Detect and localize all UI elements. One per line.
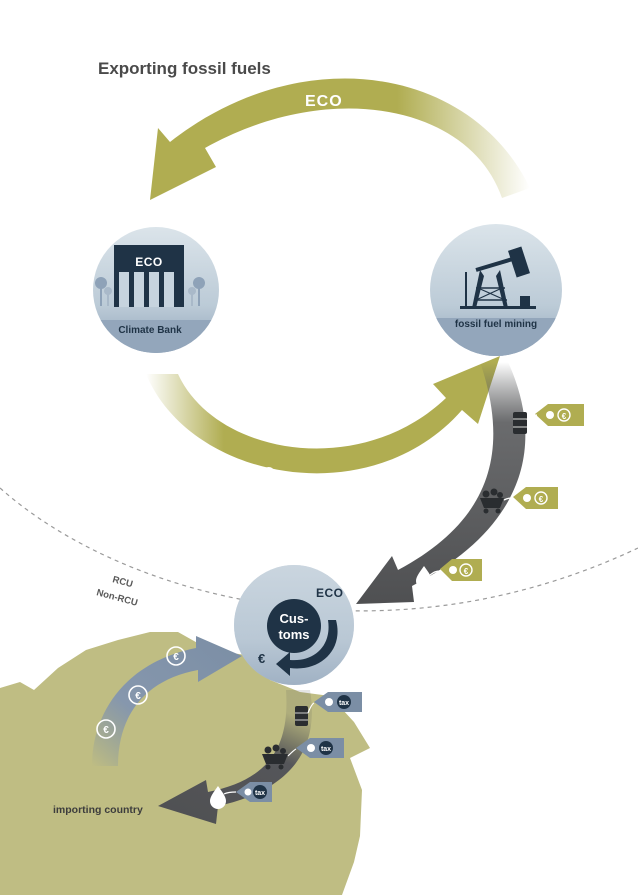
non-rcu-zone-label: Non-RCU — [95, 587, 139, 609]
compensating-exports-arrow — [146, 356, 500, 474]
oil-barrel-icon — [295, 706, 308, 726]
climate-bank-label: Climate Bank — [118, 325, 182, 336]
euro-symbol: € — [103, 725, 109, 736]
compensating-eco-label: ECO — [240, 464, 276, 481]
import-flow-arrow — [158, 690, 312, 824]
export-flow-arrow — [356, 362, 526, 604]
customs-label-line1: Cus- — [280, 611, 309, 626]
customs-label-line2: toms — [278, 627, 309, 642]
tag-group-coal: € — [480, 487, 558, 514]
payment-flow-arrow — [92, 636, 242, 766]
customs-node: Cus- toms ECO € — [234, 565, 354, 685]
climate-bank-node: ECO Climate Bank — [93, 227, 219, 353]
euro-symbol: € — [562, 412, 567, 421]
importing-country-label: importing country — [53, 804, 143, 816]
customs-cycle-arrow — [276, 620, 338, 676]
euro-symbol: € — [539, 495, 544, 504]
coal-cart-icon — [262, 744, 288, 770]
rcu-zone-label: RCU — [111, 574, 134, 590]
customs-eco-label: ECO — [316, 586, 344, 600]
euro-coin-group: € € € — [96, 646, 186, 739]
fossil-fuel-mining-label: fossil fuel mining — [455, 319, 537, 330]
fossil-fuel-mining-node: fossil fuel mining — [430, 224, 562, 356]
tax-label: tax — [339, 700, 349, 707]
oil-drop-icon — [210, 786, 226, 809]
tax-tag-drop: tax — [210, 782, 272, 809]
euro-coin-icon — [96, 719, 116, 739]
bank-eco-sign: ECO — [135, 255, 163, 269]
euro-coin-icon — [128, 685, 148, 705]
euro-symbol: € — [464, 567, 469, 576]
oil-drop-icon — [416, 566, 432, 589]
tax-label: tax — [255, 790, 265, 797]
tax-tag-coal: tax — [262, 738, 344, 770]
top-eco-arrow — [150, 78, 530, 200]
bank-building-icon: ECO — [114, 245, 184, 307]
euro-symbol: € — [135, 691, 141, 702]
top-arrow-eco-label: ECO — [305, 93, 343, 110]
page-title: Exporting fossil fuels — [98, 59, 271, 78]
tag-group-drop: € — [416, 559, 482, 589]
euro-coin-icon — [166, 646, 186, 666]
coal-cart-icon — [480, 488, 504, 514]
tax-label: tax — [321, 746, 331, 753]
euro-symbol: € — [173, 652, 179, 663]
customs-euro-symbol: € — [258, 651, 265, 666]
importing-country-land — [0, 632, 370, 895]
tag-group-barrel: € — [513, 404, 584, 434]
oil-pump-icon — [460, 246, 536, 309]
tax-tag-barrel: tax — [295, 692, 362, 726]
tree-icon — [95, 277, 205, 306]
rcu-boundary — [0, 487, 638, 612]
oil-barrel-icon — [513, 412, 527, 434]
